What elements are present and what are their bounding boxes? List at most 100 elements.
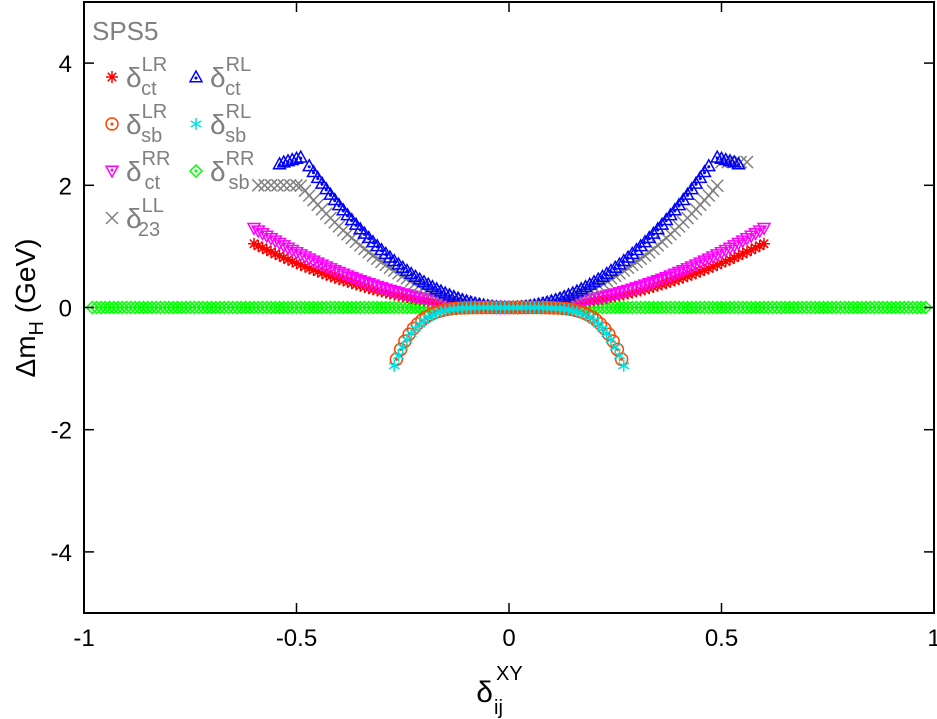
data-point — [286, 255, 299, 268]
data-point — [617, 288, 630, 301]
data-point — [392, 289, 405, 302]
legend-marker — [106, 71, 118, 83]
data-point — [301, 158, 317, 172]
data-point — [303, 262, 316, 275]
legend-marker — [104, 165, 120, 179]
data-point — [269, 247, 282, 260]
data-point — [289, 178, 304, 192]
data-point — [314, 175, 330, 189]
data-point — [719, 255, 732, 268]
data-point — [710, 179, 724, 193]
x-axis-label: δ ij XY — [476, 663, 522, 719]
data-point — [397, 341, 409, 354]
data-point — [626, 286, 639, 299]
data-point — [756, 222, 772, 236]
data-point — [736, 247, 749, 260]
data-point — [499, 301, 511, 314]
data-point — [558, 303, 570, 316]
data-point — [307, 264, 320, 277]
x-tick-label: -1 — [73, 625, 94, 652]
data-point — [316, 267, 328, 280]
data-point — [409, 292, 422, 305]
data-point — [753, 239, 766, 252]
data-point — [482, 301, 494, 314]
data-point — [384, 287, 396, 300]
y-tick-label: 2 — [59, 173, 72, 200]
data-point — [375, 285, 388, 298]
series-sb_RL — [388, 301, 630, 372]
data-point — [248, 237, 260, 250]
data-point — [414, 318, 426, 331]
legend-marker — [188, 69, 204, 83]
data-point — [507, 301, 519, 314]
data-point — [702, 262, 715, 275]
data-point — [264, 178, 278, 192]
x-axis-label-sup: XY — [496, 663, 523, 685]
data-point — [401, 291, 413, 304]
data-point — [335, 202, 351, 216]
data-point — [588, 314, 600, 327]
data-point — [486, 301, 498, 314]
data-point — [388, 288, 401, 301]
data-point — [724, 253, 736, 266]
svg-text:ΔmH (GeV): ΔmH (GeV) — [10, 239, 48, 378]
series-23_LL — [251, 155, 754, 315]
data-point — [732, 249, 745, 262]
data-point — [609, 290, 622, 303]
data-point — [331, 197, 347, 211]
y-tick-label: 0 — [59, 296, 72, 323]
data-point — [596, 292, 609, 305]
data-point — [694, 265, 707, 278]
data-point — [290, 257, 303, 270]
data-point — [299, 260, 311, 273]
y-tick-label: -4 — [51, 540, 72, 567]
data-point — [592, 318, 604, 331]
x-tick-label: 1 — [927, 625, 937, 652]
data-point — [592, 293, 605, 306]
data-point — [260, 243, 273, 256]
data-point — [600, 292, 613, 305]
data-point — [256, 241, 269, 254]
data-point — [367, 283, 379, 296]
data-point — [685, 268, 698, 281]
y-axis-label-base: Δm — [10, 335, 41, 377]
data-point — [613, 289, 626, 302]
data-point — [605, 291, 617, 304]
x-tick-label: -0.5 — [276, 625, 317, 652]
data-point — [277, 178, 291, 192]
data-point — [609, 341, 621, 354]
data-point — [306, 164, 321, 178]
data-point — [728, 251, 741, 264]
data-point — [340, 207, 355, 221]
y-tick-label: 4 — [59, 51, 72, 78]
data-point — [311, 265, 324, 278]
x-axis-label-sub: ij — [494, 697, 503, 719]
y-axis-label-sub: H — [26, 321, 48, 335]
data-point — [270, 178, 284, 192]
data-point — [613, 349, 626, 362]
data-point — [324, 270, 337, 283]
data-point — [371, 284, 384, 297]
data-point — [701, 158, 717, 172]
data-point — [310, 170, 326, 184]
x-tick-label: 0 — [502, 625, 515, 652]
data-point — [494, 301, 507, 314]
data-point — [490, 301, 502, 314]
data-point — [749, 241, 762, 254]
legend-marker — [188, 163, 204, 179]
data-point — [516, 301, 528, 314]
data-point — [405, 292, 418, 305]
data-point — [273, 249, 286, 262]
data-point — [320, 268, 333, 281]
data-point — [388, 359, 400, 372]
data-point — [745, 243, 758, 256]
data-point — [731, 156, 746, 170]
data-marks — [85, 149, 933, 372]
